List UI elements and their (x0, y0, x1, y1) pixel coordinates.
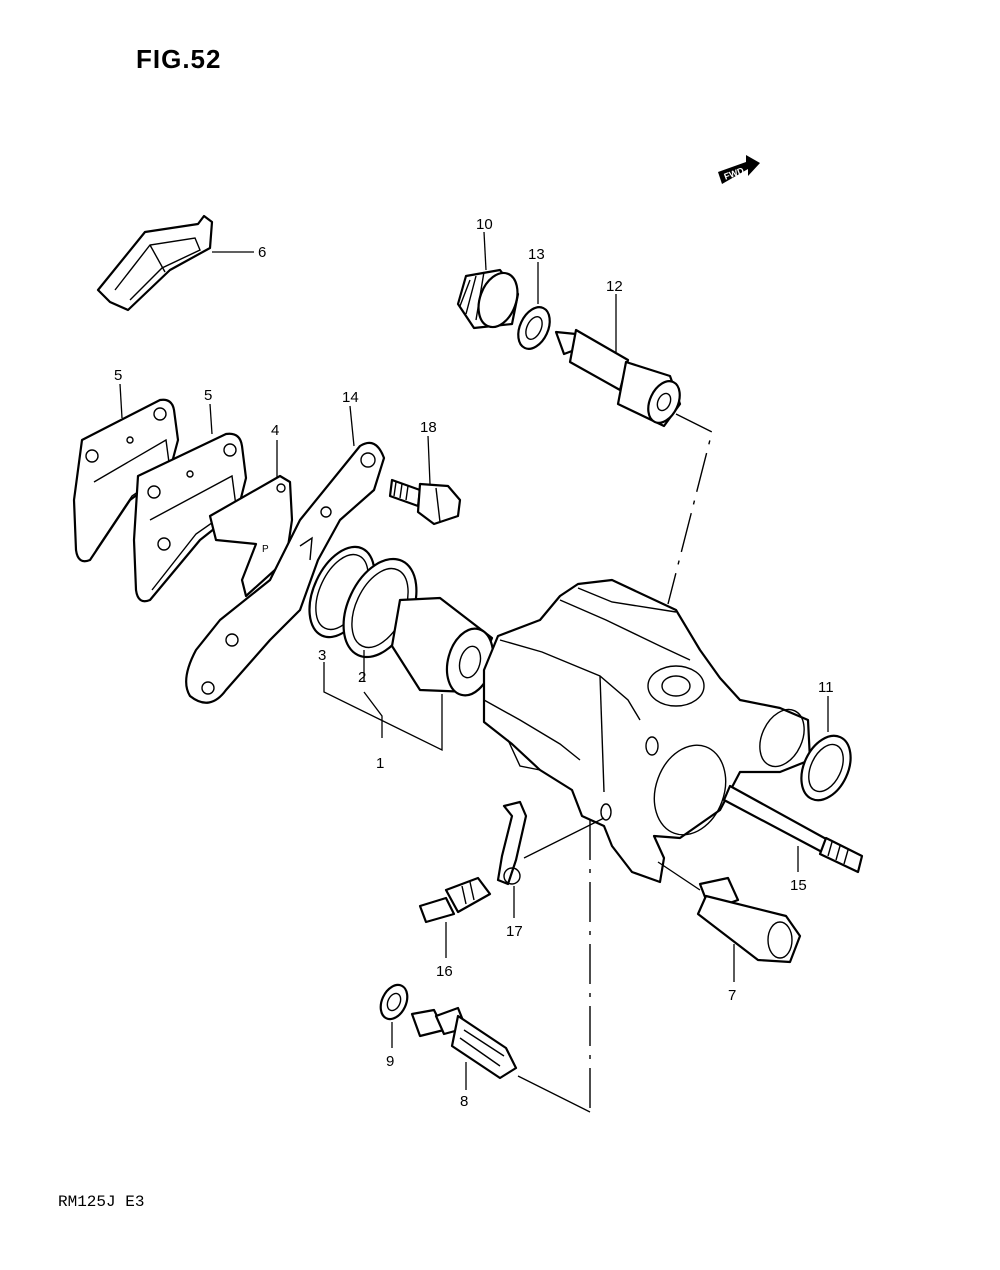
piston-part (390, 596, 495, 697)
pad-shim-part: P (208, 474, 294, 598)
washer-13-part (517, 306, 551, 350)
guide-pin-part (410, 1006, 518, 1080)
caliper-bracket-part (185, 441, 386, 704)
callout-13: 13 (528, 246, 545, 263)
callout-7: 7 (728, 987, 736, 1004)
callout-14: 14 (342, 389, 359, 406)
callout-12: 12 (606, 278, 623, 295)
brake-pad-inner (132, 432, 248, 603)
washer-9-part (379, 983, 409, 1021)
callout-6: 6 (258, 244, 266, 261)
callout-18: 18 (420, 419, 437, 436)
fwd-label: FWD (723, 165, 746, 182)
callout-9: 9 (386, 1053, 394, 1070)
callout-3: 3 (318, 647, 326, 664)
svg-text:P: P (262, 544, 269, 555)
figure-title: FIG.52 (136, 44, 222, 74)
slide-pin-part (554, 328, 682, 428)
callout-5-inner: 5 (204, 387, 212, 404)
callout-8: 8 (460, 1093, 468, 1110)
slide-pin-lower-part (696, 876, 802, 964)
callout-17: 17 (506, 923, 523, 940)
callout-2: 2 (358, 669, 366, 686)
bracket-bolt-part (388, 478, 462, 526)
caliper-body-part (482, 578, 812, 884)
slide-boot-part (456, 268, 520, 330)
callout-16: 16 (436, 963, 453, 980)
callout-15: 15 (790, 877, 807, 894)
bleeder-valve-part (418, 876, 492, 924)
pad-pin-part (722, 784, 864, 874)
bleeder-cap-part (496, 800, 528, 886)
model-code: RM125J E3 (58, 1193, 145, 1211)
callout-1: 1 (376, 755, 384, 772)
fwd-arrow-icon: FWD (718, 155, 760, 184)
callout-11: 11 (818, 679, 834, 696)
pin-boot-part (800, 734, 852, 802)
pad-spring-part (96, 214, 214, 312)
callout-5-outer: 5 (114, 367, 122, 384)
callout-4: 4 (271, 422, 279, 439)
callout-10: 10 (476, 216, 493, 233)
